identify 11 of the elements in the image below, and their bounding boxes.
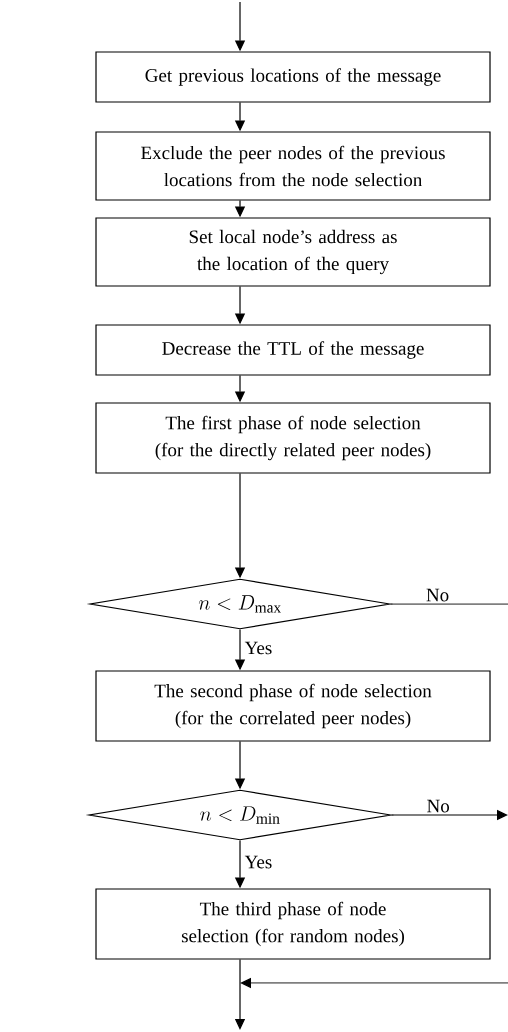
edge-label: Yes (244, 641, 272, 655)
process-box: The first phase of node selection (for the directly related peer nodes) (95, 402, 491, 474)
process-box: The second phase of node selection (for the correlated peer nodes) (95, 670, 491, 742)
edge-label: No (426, 588, 449, 602)
edge-label: No (427, 799, 450, 813)
process-box: Set local node’s address as the location of the query (95, 217, 491, 287)
edge-label: Yes (244, 855, 272, 869)
process-box: Exclude the peer nodes of the previous locations from the node selection (95, 131, 491, 201)
process-box: Decrease the TTL of the message (95, 324, 491, 376)
process-box: The third phase of node selection (for random nodes) (95, 888, 491, 960)
process-box: Get previous locations of the message (95, 51, 491, 103)
